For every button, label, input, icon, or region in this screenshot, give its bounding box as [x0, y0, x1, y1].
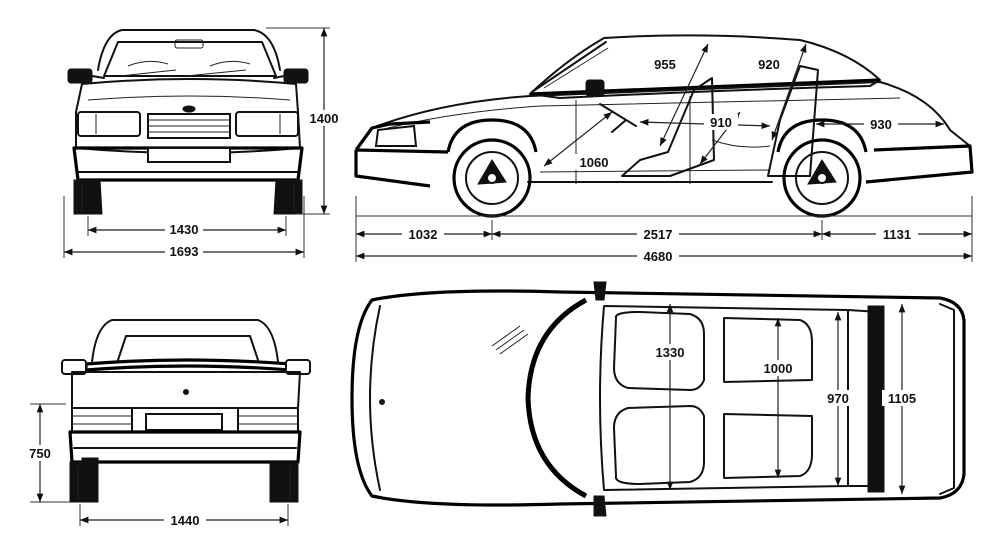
rear-interior-width-label: 970 [827, 391, 849, 406]
front-width-label: 1693 [170, 244, 199, 259]
length-label: 4680 [644, 249, 673, 264]
rear-track-label: 1440 [171, 513, 200, 528]
rear-bumper-height-label: 750 [29, 446, 51, 461]
trunk-width-label: 1105 [888, 391, 916, 406]
top-view: 1330 1000 970 1105 [350, 281, 966, 517]
trunk-length-label: 930 [870, 117, 892, 132]
seat-spacing-label: 910 [710, 115, 732, 130]
front-view: 1430 1693 1400 [63, 27, 343, 259]
rear-shoulder-width-label: 1000 [764, 361, 793, 376]
height-label: 1400 [310, 111, 339, 126]
front-shoulder-width-label: 1330 [656, 345, 685, 360]
rear-overhang-label: 1131 [883, 227, 911, 242]
rear-view: 750 1440 [22, 319, 311, 528]
front-overhang-label: 1032 [409, 227, 438, 242]
front-track-label: 1430 [170, 222, 199, 237]
headroom-front-label: 955 [654, 57, 676, 72]
wheelbase-label: 2517 [644, 227, 673, 242]
headroom-rear-label: 920 [758, 57, 780, 72]
side-view: 955 920 1060 910 930 1032 2517 1131 4680 [354, 34, 974, 264]
legroom-front-label: 1060 [580, 155, 609, 170]
